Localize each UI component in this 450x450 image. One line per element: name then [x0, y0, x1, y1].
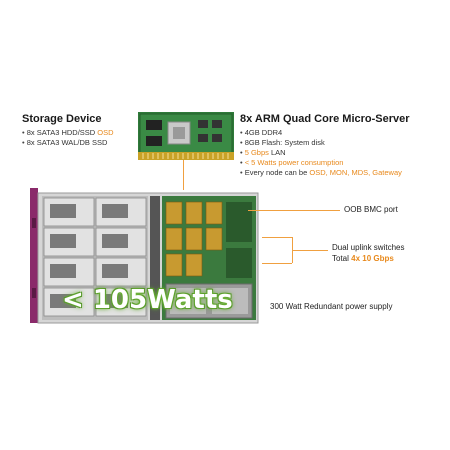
arm-item-5: • Every node can be OSD, MON, MDS, Gatew… — [240, 168, 402, 177]
module-connector-line — [183, 160, 184, 190]
uplink-bracket-bottom — [262, 263, 292, 264]
uplink-title: Dual uplink switches — [332, 243, 405, 252]
uplink-total: Total 4x 10 Gbps — [332, 254, 394, 263]
arm-title: 8x ARM Quad Core Micro-Server — [240, 113, 410, 125]
uplink-bracket-top — [262, 237, 292, 238]
storage-item-2: • 8x SATA3 WAL/DB SSD — [22, 138, 108, 147]
oob-connector-line — [248, 210, 340, 211]
uplink-connector-line — [292, 250, 328, 251]
power-supply-label: 300 Watt Redundant power supply — [270, 302, 393, 311]
arm-section: 8x ARM Quad Core Micro-Server • 4GB DDR4… — [240, 113, 410, 178]
storage-item-1: • 8x SATA3 HDD/SSD OSD — [22, 128, 114, 137]
oob-bmc-port-label: OOB BMC port — [344, 205, 398, 214]
server-chassis-image — [20, 188, 260, 328]
arm-item-3: • 5 Gbps LAN — [240, 148, 286, 157]
arm-item-4: • < 5 Watts power consumption — [240, 158, 344, 167]
arm-item-2: • 8GB Flash: System disk — [240, 138, 325, 147]
micro-server-module-image — [138, 112, 234, 160]
power-consumption-badge: < 105Watts — [62, 285, 233, 315]
uplink-section: Dual uplink switches Total 4x 10 Gbps — [332, 243, 404, 263]
storage-title: Storage Device — [22, 113, 102, 125]
storage-section: Storage Device • 8x SATA3 HDD/SSD OSD • … — [22, 113, 114, 148]
arm-item-1: • 4GB DDR4 — [240, 128, 283, 137]
